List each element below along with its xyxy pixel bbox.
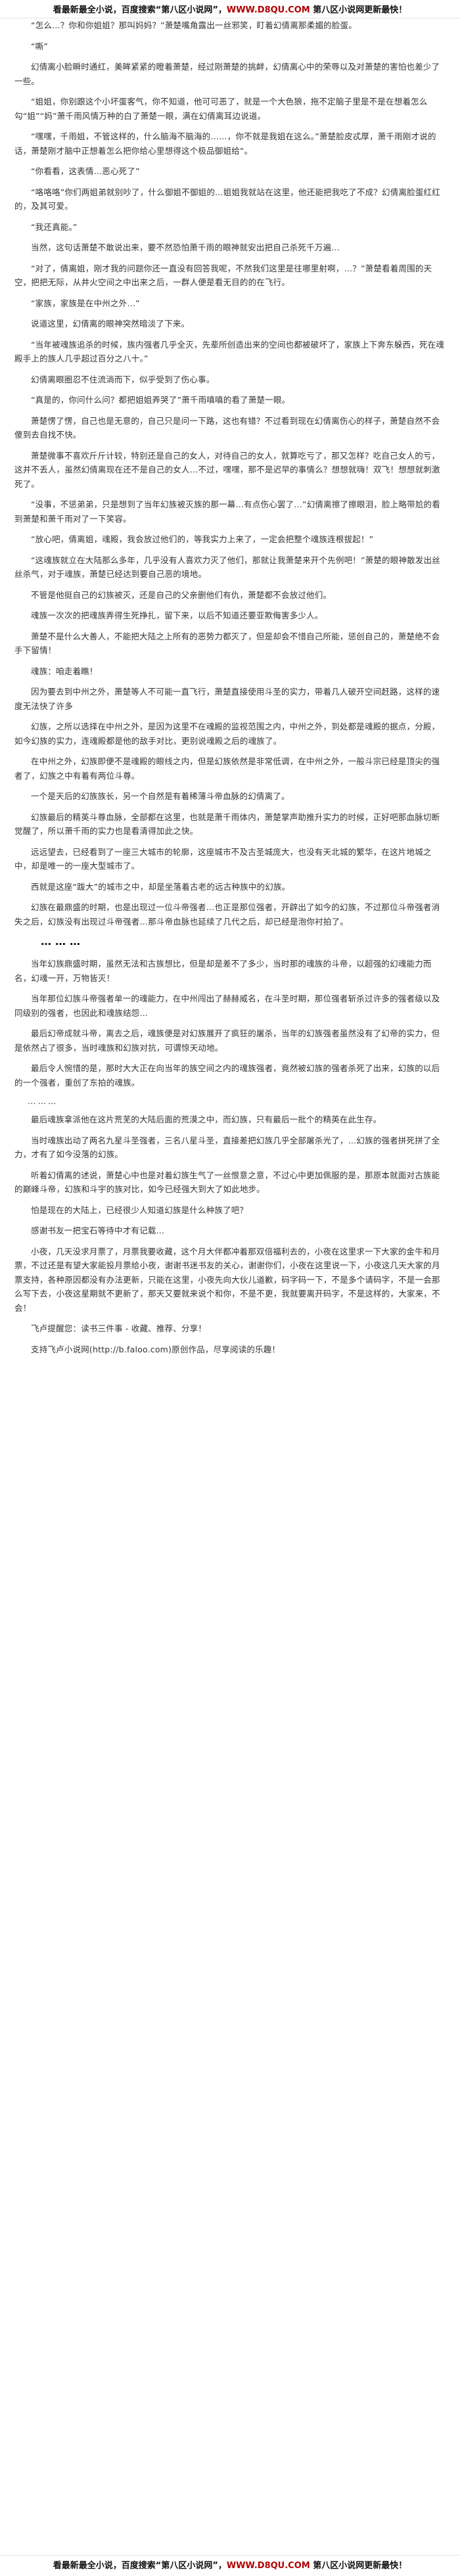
paragraph: 幻倩离眼圈忍不住流淌而下，似乎受到了伤心事。	[31, 374, 215, 384]
paragraph: “家族，家族是在中州之外…”	[31, 298, 140, 308]
paragraph: 不管是他挺自己的幻族被灭，还是自己的父亲删他们有仇，萧楚都不会放过他们。	[31, 589, 332, 600]
paragraph: “嘿嘿，千雨姐，不管这样的，什么脑海不脑海的……，你不就是我姐在这么。”萧楚脸皮…	[14, 131, 436, 156]
paragraph: “没事，不惩弟弟，只是想到了当年幻族被灭族的那一幕…有点伤心罢了…”幻倩离擦了擦…	[14, 499, 440, 524]
paragraph: “真是的，你问什么问？都把姐姐弄哭了”萧千雨嗔嗔的看了萧楚一眼。	[31, 395, 290, 405]
site-support-note: 支持飞卢小说网(http://b.faloo.com)原创作品，尽享阅读的乐趣！	[31, 1344, 281, 1354]
paragraph: 当时魂族出动了两名九星斗圣强者，三名八星斗圣，直接差把幻族几乎全部屠杀光了，…幻…	[14, 1135, 440, 1160]
paragraph: 魂族：咱走着瞧！	[31, 666, 98, 676]
paragraph: 说道这里，幻倩离的眼神突然暗淡了下来。	[31, 319, 190, 329]
top-ad-site[interactable]: WWW.D8QU.COM	[226, 5, 310, 15]
paragraph: “咯咯咯”你们两姐弟就别吵了，什么御姐不御姐的…姐姐我就站在这里，他还能把我吃了…	[14, 187, 440, 212]
top-ad-suffix: 第八区小说网更新最快！	[310, 5, 407, 15]
paragraph: 听着幻倩离的述说，萧楚心中也是对着幻族生气了一丝恨意之意，不过心中更加佩服的是，…	[14, 1170, 440, 1195]
paragraph: “嘶”	[31, 41, 49, 51]
paragraph: “你看看，这表情…恶心死了”	[31, 166, 140, 176]
paragraph: 幻倩离小脸瞬时通红，美眸紧紧的瞪着萧楚，经过刚萧楚的挑衅，幻倩离心中的荣辱以及对…	[14, 62, 440, 86]
top-ad-prefix: 看最新最全小说，百度搜索“第八区小说网”，	[53, 5, 227, 15]
paragraph: 幻族，之所以选择在中州之外，是因为这里不在魂殿的监视范围之内，中州之外，到处都是…	[14, 722, 440, 746]
paragraph: “放心吧，倩离姐，魂殿，我会放过他们的，等我实力上来了，一定会把整个魂族连根拔起…	[31, 534, 374, 544]
paragraph: 最后魂族拿派他在这片荒芜的大陆后面的荒漠之中，而幻族，只有最后一批个的精英在此生…	[31, 1115, 382, 1124]
bottom-ad-site[interactable]: WWW.D8QU.COM	[226, 2561, 310, 2571]
paragraph: 萧楚愣了愣，自己也是无意的，自己只是问一下路，这也有错？不过看到现在幻倩离伤心的…	[14, 415, 440, 440]
paragraph: 西就是这座“跋大”的城市之中，却是坐落着古老的远古种族中的幻族。	[31, 881, 290, 892]
paragraph: 最后令人惋惜的是，那时大大正在向当年的族空间之内的魂族强者，竟然被幻族的强者杀死…	[14, 1063, 440, 1088]
section-divider: ………	[41, 935, 84, 948]
ellipsis-divider: ………	[28, 1096, 58, 1106]
top-ad-banner[interactable]: 看最新最全小说，百度搜索“第八区小说网”，WWW.D8QU.COM 第八区小说网…	[0, 0, 460, 18]
paragraph: 感谢书友一把宝石等待中才有记载…	[31, 1226, 165, 1235]
paragraph: 当年那位幻族斗帝强者单一的魂能力，在中州闯出了赫赫威名，在斗圣时期，那位强者斩杀…	[14, 994, 440, 1018]
paragraph: 怕是现在的大陆上，已经很少人知道幻族是什么种族了吧？	[31, 1205, 248, 1215]
paragraph: “怎么…？你和你姐姐？那叫妈妈？”萧楚嘴角露出一丝邪笑，盯着幻倩离那柔媚的脸蛋。	[31, 20, 357, 30]
paragraph: 幻族在最鼎盛的时期，也是出现过一位斗帝强者…也正是那位强者，开辟出了如今的幻族，…	[14, 902, 440, 927]
bottom-ad-prefix: 看最新最全小说，百度搜索“第八区小说网”，	[53, 2561, 227, 2571]
paragraph: 幻族最后的精英斗尊血脉，全部都在这里，也就是萧千雨体内，萧楚掌声助推升实力的时候…	[14, 812, 440, 837]
paragraph: “对了，倩离姐，刚才我的问题你还一直没有回答我呢，不然我们这里是往哪里射啊，…？…	[14, 263, 432, 288]
paragraph: “我还真能。”	[31, 221, 78, 232]
paragraph: “姐姐，你别跟这个小坏蛋客气，你不知道，他可可恶了，就是一个大色狼，拖不定脑子里…	[14, 97, 428, 121]
paragraph: “这魂族就立在大陆那么多年，几乎没有人喜欢力灭了他们，那就让我萧楚来开个先例吧！…	[14, 555, 440, 580]
chapter-content: “怎么…？你和你姐姐？那叫妈妈？”萧楚嘴角露出一丝邪笑，盯着幻倩离那柔媚的脸蛋。…	[0, 18, 460, 1356]
paragraph: 当然，这句话萧楚不敢说出来，要不然恐怕萧千雨的眼神就安出把自己杀死千万遍…	[31, 242, 340, 252]
paragraph: 魂族一次次的把魂族弄得生死挣扎，留下来，以后不知道还要亚欺侮害多少人。	[31, 610, 323, 620]
paragraph: 最后幻帝成就斗帝，离去之后，魂族便是对幻族展开了疯狂的屠杀，当年的幻族强者虽然没…	[14, 1028, 440, 1053]
paragraph: 在中州之外，幻族即便不是魂殿的眼线之内，但是幻族依然是非常低调，在中州之外，一般…	[14, 756, 440, 781]
bottom-ad-banner[interactable]: 看最新最全小说，百度搜索“第八区小说网”，WWW.D8QU.COM 第八区小说网…	[0, 2555, 460, 2573]
reading-tip: 飞卢提醒您：读书三件事 - 收藏、推荐、分享！	[31, 1323, 207, 1333]
paragraph: 一个是天后的幻族族长，另一个自然是有着稀薄斗帝血脉的幻倩离了。	[31, 791, 290, 801]
paragraph: 萧楚微事不喜欢斤斤计较，特别还是自己的女人，对待自己的女人，就算吃亏了，那又怎样…	[14, 450, 440, 489]
author-note: 小夜，几天没求月票了，月票我要收藏，这个月大伴都冲着那双倍福利去的，小夜在这里求…	[14, 1246, 440, 1313]
paragraph: “当年被魂族追杀的时候，族内强者几乎全灭，先辈所创造出来的空间也都被破坏了，家族…	[14, 339, 444, 364]
paragraph: 因为要去到中州之外，萧楚等人不可能一直飞行，萧楚直接使用斗圣的实力，带着几人破开…	[14, 687, 440, 711]
paragraph: 远远望去，已经看到了一座三大城市的轮廓，这座城市不及古圣城庞大，也没有天北城的繁…	[14, 846, 432, 871]
bottom-ad-suffix: 第八区小说网更新最快！	[310, 2561, 407, 2571]
paragraph: 萧楚不是什么大善人，不能把大陆之上所有的恶势力都灭了，但是却会不惜自己所能，惩创…	[14, 631, 440, 656]
paragraph: 当年幻族鼎盛时期，虽然无法和古族想比，但是却是差不了多少，当时那的魂族的斗帝，以…	[14, 959, 432, 983]
